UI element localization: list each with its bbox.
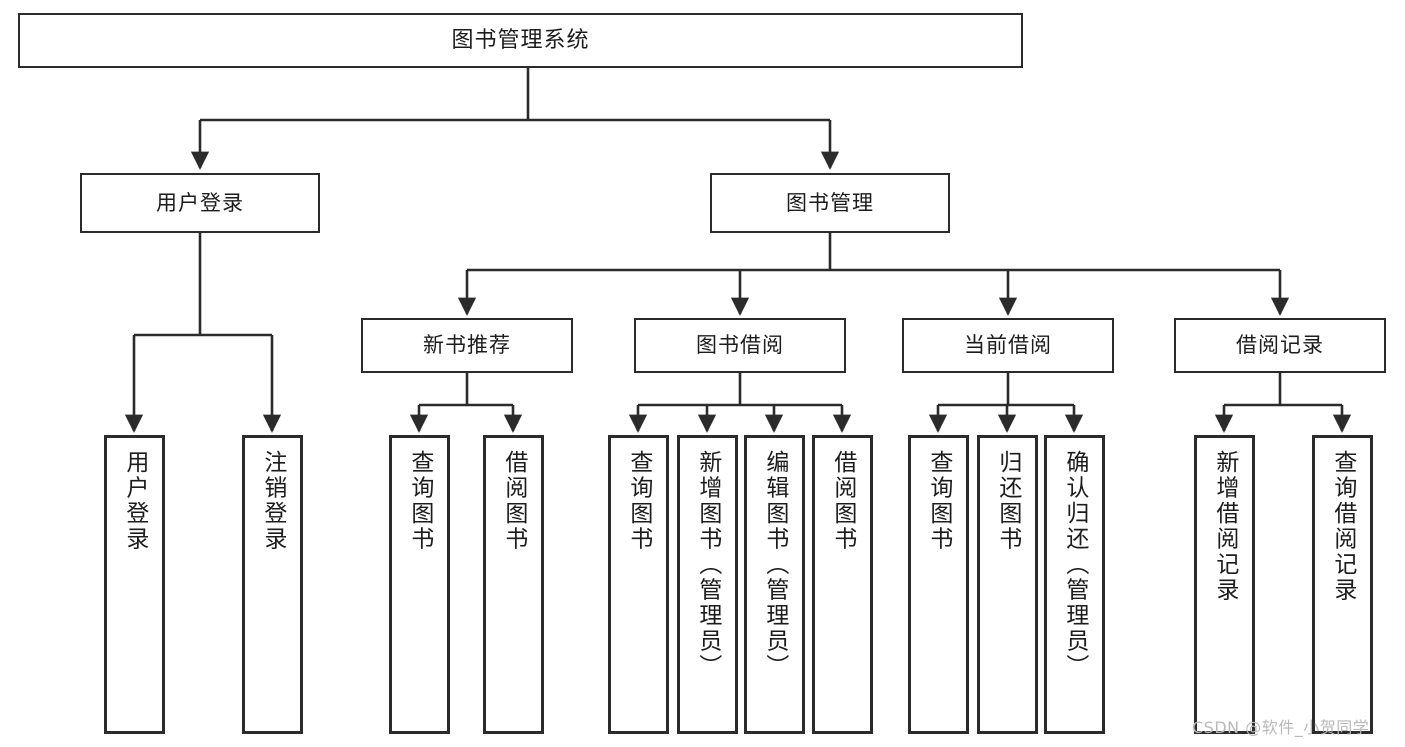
node-book-borrow-label: 图书借阅 (696, 333, 784, 358)
node-leaf-borrow-book-1[interactable]: 借阅图书 (483, 435, 544, 734)
node-root[interactable]: 图书管理系统 (18, 13, 1023, 68)
node-leaf-logout-login[interactable]: 注销登录 (242, 435, 303, 734)
node-new-book-recommend[interactable]: 新书推荐 (361, 318, 573, 373)
node-leaf-query-book-1[interactable]: 查询图书 (389, 435, 450, 734)
node-user-login[interactable]: 用户登录 (80, 173, 320, 233)
node-leaf-user-login-label: 用户登录 (121, 450, 148, 552)
csdn-watermark: CSDN @软件_小贺同学 (1192, 718, 1370, 737)
node-leaf-add-book-label: 新增图书（管理员） (694, 450, 721, 680)
node-user-login-label: 用户登录 (156, 190, 244, 215)
node-leaf-confirm-return-label: 确认归还（管理员） (1061, 450, 1088, 680)
node-leaf-return-book[interactable]: 归还图书 (977, 435, 1038, 734)
node-book-manage[interactable]: 图书管理 (710, 173, 950, 233)
node-leaf-confirm-return[interactable]: 确认归还（管理员） (1044, 435, 1105, 734)
node-borrow-record-label: 借阅记录 (1236, 333, 1324, 358)
node-leaf-query-book-1-label: 查询图书 (406, 450, 433, 552)
node-new-book-recommend-label: 新书推荐 (423, 333, 511, 358)
node-leaf-edit-book[interactable]: 编辑图书（管理员） (744, 435, 805, 734)
node-leaf-add-record-label: 新增借阅记录 (1211, 450, 1238, 603)
node-leaf-return-book-label: 归还图书 (994, 450, 1021, 552)
node-leaf-borrow-book-1-label: 借阅图书 (500, 450, 527, 552)
node-leaf-borrow-book-2[interactable]: 借阅图书 (812, 435, 873, 734)
node-leaf-query-book-3[interactable]: 查询图书 (908, 435, 969, 734)
node-leaf-edit-book-label: 编辑图书（管理员） (761, 450, 788, 680)
node-root-label: 图书管理系统 (451, 27, 590, 53)
node-borrow-record[interactable]: 借阅记录 (1174, 318, 1386, 373)
node-current-borrow-label: 当前借阅 (964, 333, 1052, 358)
node-book-manage-label: 图书管理 (786, 190, 874, 215)
node-leaf-user-login[interactable]: 用户登录 (104, 435, 165, 734)
node-leaf-query-record-label: 查询借阅记录 (1329, 450, 1356, 603)
node-leaf-add-record[interactable]: 新增借阅记录 (1194, 435, 1255, 734)
node-leaf-query-book-2-label: 查询图书 (625, 450, 652, 552)
node-leaf-add-book[interactable]: 新增图书（管理员） (677, 435, 738, 734)
node-leaf-borrow-book-2-label: 借阅图书 (829, 450, 856, 552)
node-leaf-logout-login-label: 注销登录 (259, 450, 286, 552)
node-leaf-query-book-2[interactable]: 查询图书 (608, 435, 669, 734)
node-book-borrow[interactable]: 图书借阅 (634, 318, 846, 373)
node-leaf-query-book-3-label: 查询图书 (925, 450, 952, 552)
node-current-borrow[interactable]: 当前借阅 (902, 318, 1114, 373)
node-leaf-query-record[interactable]: 查询借阅记录 (1312, 435, 1373, 734)
